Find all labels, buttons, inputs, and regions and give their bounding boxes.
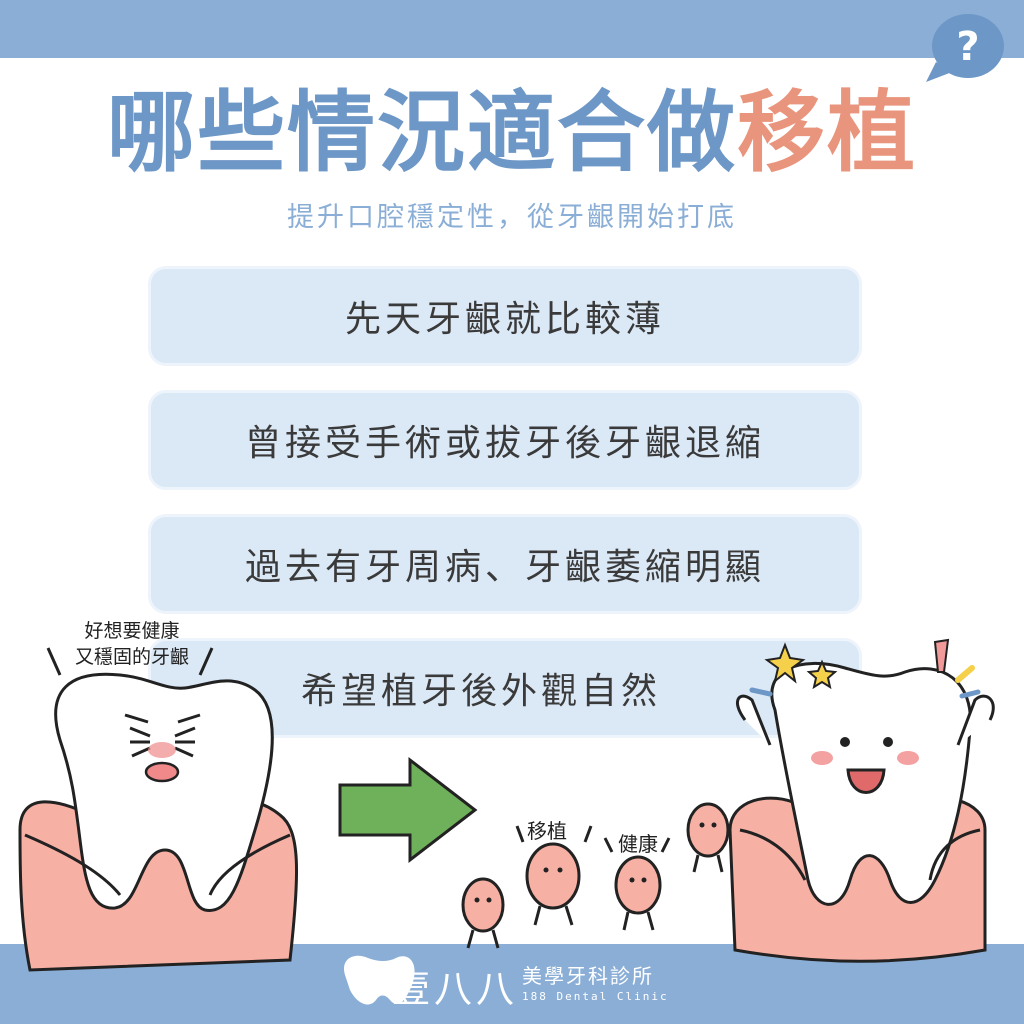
clinic-logo: 壹八八 美學牙科診所 188 Dental Clinic xyxy=(330,952,730,1016)
title-accent: 移植 xyxy=(737,81,918,184)
clinic-subname: 美學牙科診所 xyxy=(522,964,654,988)
title-main: 哪些情況適合做 xyxy=(106,81,737,184)
page-subtitle: 提升口腔穩定性，從牙齦開始打底 xyxy=(287,202,737,233)
graft-tag: 移植 xyxy=(527,819,567,843)
list-item: 先天牙齦就比較薄 xyxy=(148,266,862,366)
speech-line-2: 又穩固的牙齦 xyxy=(74,646,189,668)
question-bubble-icon: ? xyxy=(926,14,1004,82)
arrow-right-icon xyxy=(338,756,478,864)
question-mark: ? xyxy=(956,24,979,70)
clinic-name: 壹八八 xyxy=(392,967,519,1011)
graft-beans-illustration xyxy=(461,802,730,949)
list-item-label: 先天牙齦就比較薄 xyxy=(344,299,665,340)
list-item: 過去有牙周病、牙齦萎縮明顯 xyxy=(148,514,862,614)
clinic-english-name: 188 Dental Clinic xyxy=(522,990,669,1003)
list-item-label: 希望植牙後外觀自然 xyxy=(301,671,662,712)
speech-line-1: 好想要健康 xyxy=(84,620,180,642)
top-band xyxy=(0,0,1024,58)
list-item-label: 曾接受手術或拔牙後牙齦退縮 xyxy=(244,423,765,464)
health-tag: 健康 xyxy=(618,832,658,856)
page-title: 哪些情況適合做移植 xyxy=(0,78,1024,188)
speech-text: 好想要健康 又穩固的牙齦 xyxy=(52,618,212,670)
list-item: 希望植牙後外觀自然 xyxy=(148,638,862,738)
list-item-label: 過去有牙周病、牙齦萎縮明顯 xyxy=(244,547,765,588)
list-item: 曾接受手術或拔牙後牙齦退縮 xyxy=(148,390,862,490)
